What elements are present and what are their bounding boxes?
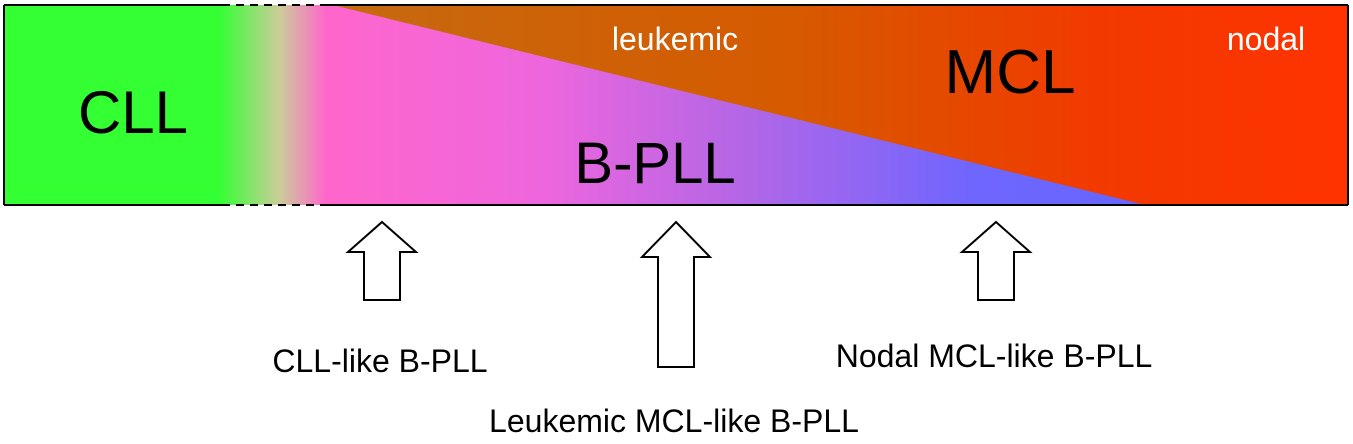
nodal-mcl-like-arrow	[959, 220, 1033, 301]
mcl-label: MCL	[945, 38, 1076, 107]
leukemic-mcl-like-arrow	[639, 220, 713, 368]
nodal-label: nodal	[1227, 21, 1305, 57]
leukemic-label: leukemic	[612, 21, 738, 57]
nodal-mcl-like-caption: Nodal MCL-like B-PLL	[836, 338, 1153, 374]
cll-label: CLL	[78, 79, 188, 146]
leukemic-mcl-like-caption: Leukemic MCL-like B-PLL	[489, 403, 859, 439]
bpll-label: B-PLL	[574, 131, 735, 196]
cll-like-arrow	[345, 220, 419, 301]
cll-like-caption: CLL-like B-PLL	[272, 343, 487, 379]
mcl-region	[333, 5, 1348, 205]
